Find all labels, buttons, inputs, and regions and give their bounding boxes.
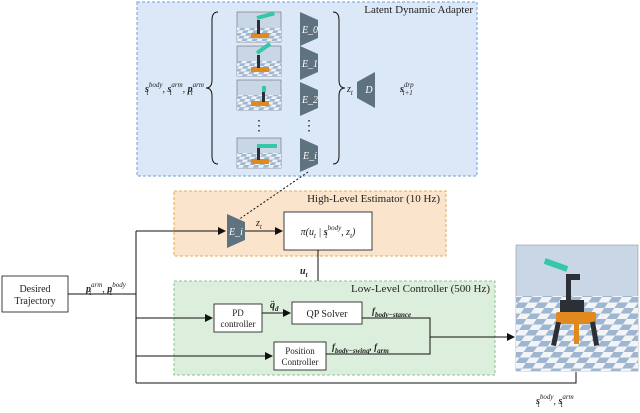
svg-text:E_2: E_2 [301, 95, 318, 106]
desired-line2: Trajectory [14, 296, 55, 307]
position-controller-block [273, 341, 327, 371]
right-brace [332, 11, 346, 165]
estimator-title: High-Level Estimator (10 Hz) [307, 193, 440, 205]
qp-solver-label: QP Solver [306, 309, 348, 320]
stance-line [362, 317, 431, 337]
position-controller-line2: Controller [282, 357, 319, 367]
estimator-encoder: E_i [227, 214, 245, 248]
encoder-ellipsis: ⋮ [302, 119, 316, 134]
robot-simulation-image [515, 244, 639, 372]
estimator-output-label: ut [300, 266, 309, 279]
adapter-latent-label: zt [346, 84, 354, 97]
svg-text:E_i: E_i [302, 151, 317, 162]
encoder-e2: E_2 [300, 82, 318, 116]
encoder-e0: E_0 [300, 12, 318, 46]
svg-text:E_0: E_0 [301, 25, 318, 36]
qp-solver-block [291, 301, 363, 325]
swing-line [326, 337, 431, 355]
encoder-e1: E_1 [300, 46, 318, 80]
svg-text:E_1: E_1 [301, 59, 318, 70]
pd-controller-line2: controller [221, 319, 256, 329]
thumbnail-1 [236, 42, 282, 77]
svg-text:D: D [364, 85, 373, 96]
pd-controller-block [213, 303, 263, 333]
position-controller-line1: Position [285, 346, 315, 356]
controller-title: Low-Level Controller (500 Hz) [351, 283, 490, 295]
adapter-title: Latent Dynamic Adapter [364, 4, 473, 16]
left-brace [205, 11, 219, 165]
svg-text:E_i: E_i [228, 227, 243, 238]
decoder-d: D [357, 72, 375, 108]
qdd-label: q̈d [270, 300, 279, 313]
thumbnail-2 [236, 79, 282, 111]
encoder-ei: E_i [300, 138, 318, 172]
policy-block [283, 211, 373, 251]
thumbnail-0 [236, 11, 282, 43]
feedback-line [136, 372, 577, 384]
desired-trajectory-block [1, 275, 69, 313]
estimator-latent-label: zt [255, 218, 263, 231]
pd-controller-line1: PD [232, 308, 244, 318]
thumbnail-i [236, 137, 282, 169]
thumbnail-ellipsis: ⋮ [252, 119, 266, 134]
desired-line1: Desired [19, 284, 50, 295]
